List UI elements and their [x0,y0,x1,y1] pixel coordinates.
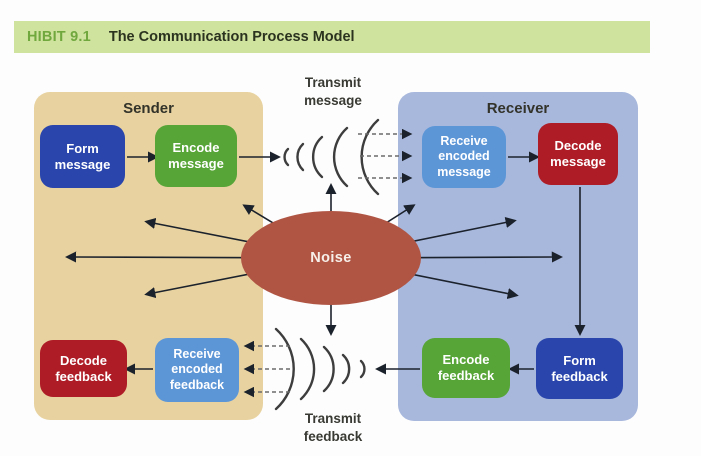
decode-feedback-box: Decode feedback [40,340,127,397]
transmit-message-label: Transmit message [304,75,362,108]
dashed-arrows-message [358,128,413,184]
form-feedback-box: Form feedback [536,338,623,399]
sound-waves-feedback-icon [274,327,366,411]
flow-arrows [124,151,586,375]
decode-message-box: Decode message [538,123,618,185]
receive-encoded-message-box: Receive encoded message [422,126,506,188]
noise-ellipse [241,211,421,305]
sender-label: Sender [123,100,174,117]
dashed-arrows-feedback [243,340,290,398]
exhibit-title: The Communication Process Model [108,29,355,45]
receive-encoded-feedback-box: Receive encoded feedback [155,338,239,402]
form-message-box: Form message [40,125,125,188]
encode-feedback-box: Encode feedback [422,338,510,398]
exhibit-number: HIBIT 9.1 [27,29,91,45]
encode-message-box: Encode message [155,125,237,187]
exhibit-header: HIBIT 9.1 The Communication Process Mode… [14,21,650,53]
receiver-label: Receiver [486,100,550,117]
noise-label: Noise [310,250,352,266]
sound-waves-message-icon [283,118,380,196]
transmit-feedback-label: Transmit feedback [303,411,363,444]
